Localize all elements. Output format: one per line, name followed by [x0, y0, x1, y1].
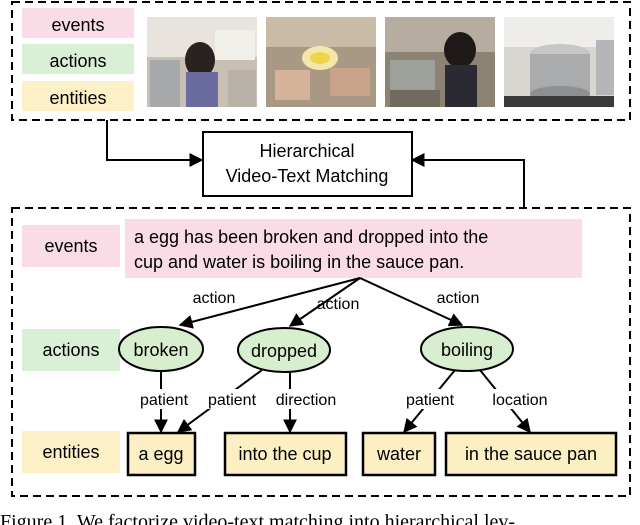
entity-node-water-text: water	[376, 444, 421, 464]
edge-label-action-1: action	[193, 290, 236, 307]
video-frame-2	[266, 17, 376, 107]
entity-node-egg-text: a egg	[138, 444, 183, 464]
bottom-label-entities-text: entities	[42, 442, 99, 462]
bottom-label-events: events	[22, 225, 120, 267]
entity-node-pan: in the sauce pan	[444, 431, 618, 477]
event-sentence-line2: cup and water is boiling in the sauce pa…	[134, 252, 464, 272]
bottom-label-events-text: events	[44, 236, 97, 256]
matching-box-line1: Hierarchical	[259, 141, 354, 161]
edge-label-action-2: action	[317, 296, 360, 313]
edge-label-action-3: action	[437, 290, 480, 307]
edge-label-patient-2: patient	[208, 392, 257, 409]
edge-label-patient-1: patient	[140, 392, 189, 409]
edge-label-direction: direction	[276, 392, 336, 409]
entity-node-pan-text: in the sauce pan	[465, 444, 597, 464]
arrow-video-to-matching	[106, 120, 204, 167]
action-node-broken-text: broken	[133, 340, 188, 360]
edge-event-boiling	[359, 277, 464, 327]
video-frame-1	[147, 17, 257, 107]
event-sentence: a egg has been broken and dropped into t…	[125, 219, 582, 278]
action-node-dropped-text: dropped	[251, 341, 317, 361]
matching-box: Hierarchical Video-Text Matching	[202, 131, 413, 197]
edge-label-patient-3: patient	[406, 392, 455, 409]
top-label-events-text: events	[51, 15, 104, 35]
top-label-entities-text: entities	[49, 88, 106, 108]
video-frame-4	[504, 17, 614, 107]
action-node-broken: broken	[118, 326, 204, 372]
action-node-boiling-text: boiling	[441, 340, 493, 360]
entity-node-egg: a egg	[126, 431, 197, 477]
event-sentence-line1: a egg has been broken and dropped into t…	[134, 227, 488, 247]
action-node-boiling: boiling	[420, 326, 514, 372]
text-panel	[11, 207, 631, 497]
bottom-label-actions: actions	[22, 329, 120, 371]
entity-node-cup: into the cup	[223, 431, 348, 477]
edge-event-dropped	[288, 277, 361, 327]
bottom-label-actions-text: actions	[42, 340, 99, 360]
bottom-label-entities: entities	[22, 431, 120, 473]
edge-event-broken	[178, 277, 361, 329]
matching-box-line2: Video-Text Matching	[226, 166, 389, 186]
arrow-text-to-matching	[410, 153, 525, 208]
entity-node-water: water	[361, 431, 437, 477]
top-label-entities: entities	[22, 81, 134, 111]
action-node-dropped: dropped	[237, 327, 331, 373]
top-label-actions-text: actions	[49, 51, 106, 71]
figure-caption: Figure 1. We factorize video-text matchi…	[0, 511, 515, 525]
top-label-events: events	[22, 8, 134, 38]
edge-label-location: location	[492, 392, 547, 409]
entity-node-cup-text: into the cup	[238, 444, 331, 464]
video-panel	[11, 1, 631, 121]
top-label-actions: actions	[22, 44, 134, 74]
video-frame-3	[385, 17, 495, 107]
